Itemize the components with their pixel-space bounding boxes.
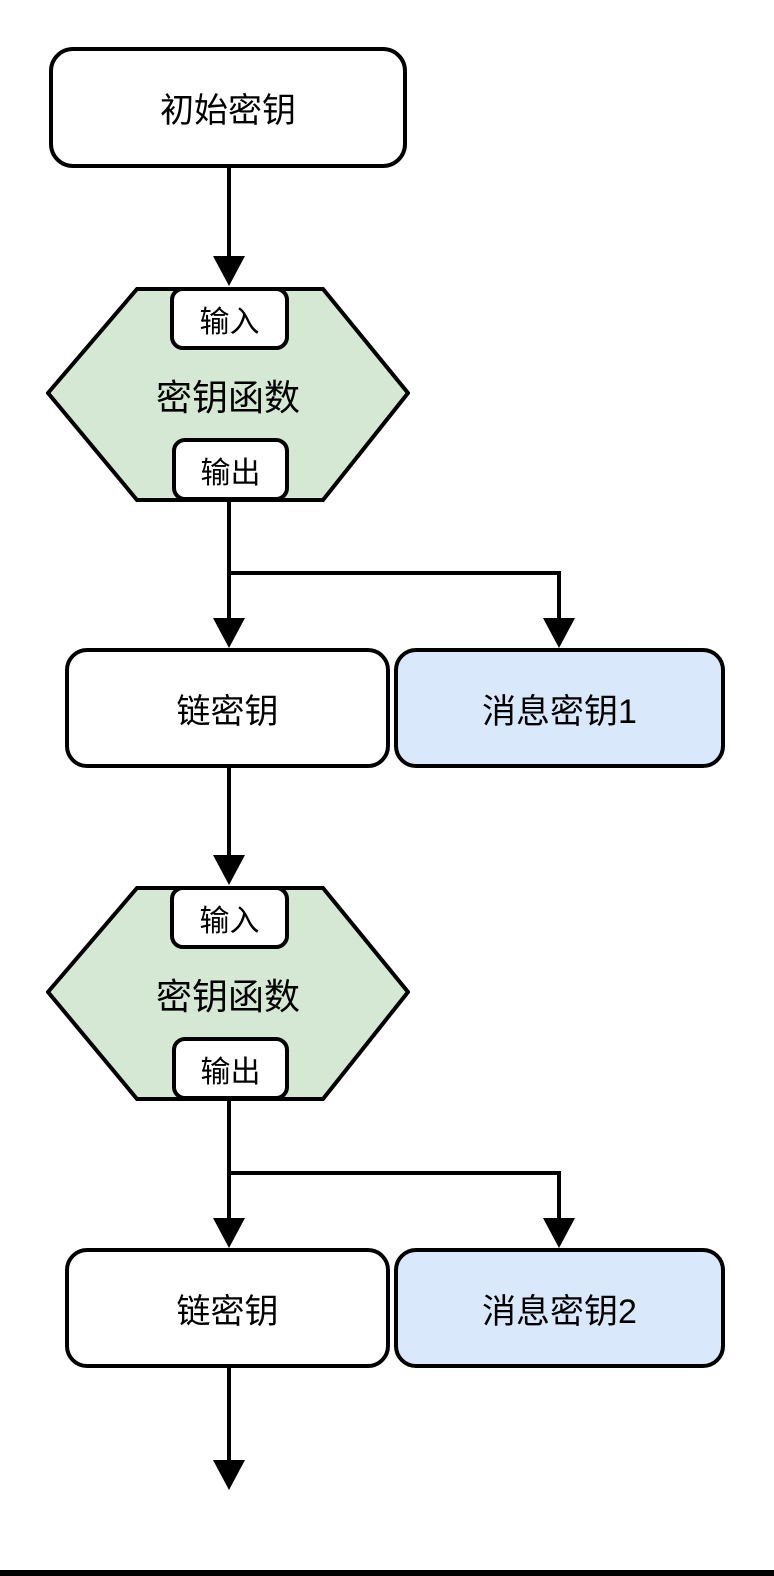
hexagon-kdf-1	[46, 287, 410, 502]
arrowhead-to-chain-key-1	[213, 618, 245, 648]
node-chain-key-2: 链密钥	[65, 1248, 390, 1368]
connector-kdf1-stem	[227, 500, 231, 573]
connector-branch2-to-message-key-2	[557, 1173, 561, 1220]
arrowhead-to-chain-key-2	[213, 1218, 245, 1248]
hexagon-kdf-1-shape	[46, 287, 410, 502]
connector-branch1-to-message-key-1	[557, 573, 561, 620]
node-initial-key: 初始密钥	[49, 47, 407, 168]
arrowhead-continuation	[213, 1460, 245, 1490]
kdf2-input-port: 输入	[170, 886, 289, 949]
connector-branch-1	[227, 571, 561, 575]
node-message-key-2: 消息密钥2	[394, 1248, 725, 1368]
kdf1-input-port: 输入	[170, 287, 289, 350]
connector-chain-key-2-continuation	[227, 1368, 231, 1462]
hexagon-kdf-2-shape	[46, 886, 410, 1101]
arrowhead-initial-to-kdf1	[213, 256, 245, 286]
kdf2-output-port: 输出	[172, 1037, 289, 1100]
node-message-key-1: 消息密钥1	[394, 648, 725, 768]
connector-kdf2-stem	[227, 1099, 231, 1173]
arrowhead-to-message-key-1	[543, 618, 575, 648]
connector-chain-key-1-to-kdf2	[227, 768, 231, 857]
connector-branch-2	[227, 1171, 561, 1175]
kdf1-output-port: 输出	[172, 438, 289, 501]
connector-branch2-to-chain-key-2	[227, 1173, 231, 1220]
connector-branch1-to-chain-key-1	[227, 573, 231, 620]
arrowhead-chain-key-1-to-kdf2	[213, 855, 245, 885]
hexagon-kdf-2	[46, 886, 410, 1101]
arrowhead-to-message-key-2	[543, 1218, 575, 1248]
connector-initial-to-kdf1	[227, 166, 231, 258]
bottom-edge-bar	[0, 1570, 774, 1576]
node-chain-key-1: 链密钥	[65, 648, 390, 768]
